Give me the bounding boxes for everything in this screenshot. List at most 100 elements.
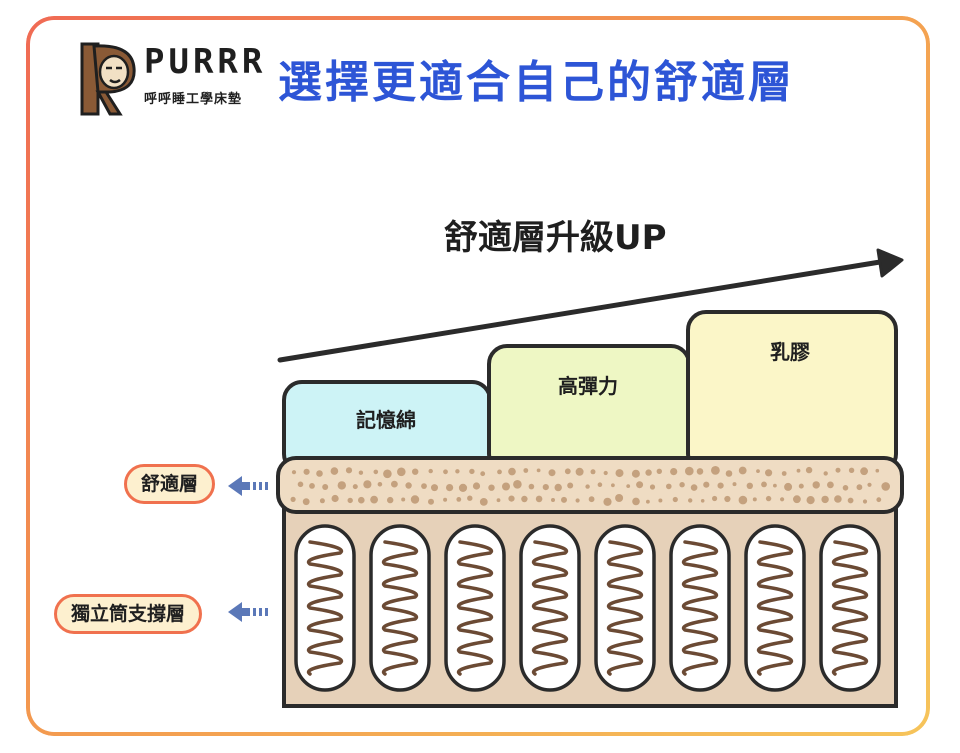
foam-dot: [316, 470, 323, 477]
foam-dot: [631, 469, 640, 478]
foam-dot: [564, 468, 571, 475]
page-title: 選擇更適合自己的舒適層: [278, 57, 795, 108]
foam-dot: [679, 482, 685, 488]
foam-dot: [428, 498, 434, 505]
brand-subtitle: 呼呼睡工學床墊: [144, 92, 243, 107]
foam-dot: [472, 482, 481, 490]
brand-logo: PURRR 呼呼睡工學床墊: [80, 42, 262, 118]
foam-dot: [377, 482, 383, 487]
layer-block-high-resilience: [487, 344, 691, 474]
foam-dot: [780, 497, 785, 502]
layer-label-memory-foam: 記憶綿: [356, 408, 416, 432]
foam-dot: [805, 466, 813, 474]
foam-dot: [784, 482, 793, 491]
callout-pocket-spring-layer: 獨立筒支撐層: [54, 594, 203, 634]
foam-dot: [712, 495, 718, 502]
foam-dot: [646, 499, 650, 504]
foam-dot: [536, 468, 541, 473]
foam-dot: [666, 483, 672, 490]
foam-dot: [479, 498, 488, 506]
foam-dot: [551, 498, 555, 502]
foam-dot: [626, 484, 631, 488]
foam-dot: [421, 483, 427, 489]
foam-dot: [649, 484, 656, 490]
foam-dot: [636, 481, 644, 489]
foam-dot: [585, 484, 590, 489]
foam-dot: [773, 483, 777, 488]
foam-dot: [688, 498, 693, 503]
foam-dot: [352, 484, 358, 490]
foam-dot: [347, 497, 353, 504]
foam-dot: [397, 467, 406, 477]
foam-dot: [456, 497, 462, 502]
arrow-left-icon: [228, 602, 268, 622]
foam-dot: [480, 471, 486, 477]
foam-dot: [497, 469, 502, 475]
foam-dot: [588, 496, 595, 503]
foam-dot: [847, 497, 854, 504]
foam-dot: [881, 482, 890, 491]
foam-dot: [309, 483, 315, 489]
foam-dot: [443, 497, 448, 502]
foam-dot: [793, 495, 801, 504]
foam-dot: [330, 467, 339, 475]
foam-dot: [597, 482, 603, 488]
foam-dot: [291, 470, 297, 475]
foam-dot: [690, 484, 698, 491]
spring-coil: [756, 540, 794, 676]
foam-dot: [290, 496, 296, 502]
foam-dot: [373, 469, 379, 475]
foam-dots: [290, 466, 890, 506]
foam-dot: [412, 468, 419, 475]
foam-dot: [590, 469, 596, 475]
foam-dot: [513, 480, 522, 489]
arrow-left-icon: [228, 476, 268, 496]
foam-dot: [703, 481, 710, 488]
foam-dot: [603, 470, 608, 476]
foam-dot: [700, 499, 705, 503]
foam-dot: [765, 469, 773, 477]
foam-dot: [724, 495, 731, 503]
foam-dot: [860, 467, 868, 476]
foam-dot: [711, 466, 720, 475]
foam-dot: [746, 482, 753, 489]
foam-dot: [685, 466, 694, 476]
foam-dot: [876, 497, 882, 503]
foam-dot: [645, 469, 652, 476]
foam-dot: [455, 469, 460, 474]
foam-dot: [391, 480, 398, 488]
comfort-foam-layer: [276, 456, 904, 514]
foam-dot: [523, 468, 529, 473]
foam-dot: [502, 482, 510, 491]
foam-dot: [611, 483, 615, 488]
foam-dot: [358, 470, 364, 475]
foam-dot: [738, 495, 748, 505]
foam-dot: [496, 498, 501, 503]
foam-dot: [752, 497, 757, 502]
spring-coil: [381, 540, 419, 676]
foam-dot: [508, 495, 515, 502]
foam-dot: [358, 496, 365, 504]
foam-dot: [410, 495, 420, 504]
upgrade-label: 舒適層升級UP: [444, 218, 667, 258]
foam-dot: [765, 495, 772, 502]
foam-dot: [658, 498, 663, 503]
foam-dot: [856, 484, 863, 491]
foam-dot: [567, 482, 574, 489]
foam-dot: [401, 497, 406, 502]
spring-coil: [681, 540, 719, 676]
foam-dot: [431, 484, 438, 492]
foam-dot: [725, 470, 733, 477]
foam-dot: [812, 481, 820, 489]
foam-dot: [738, 466, 747, 475]
foam-dot: [554, 483, 562, 492]
foam-dot: [383, 469, 392, 479]
foam-dot: [603, 497, 612, 506]
foam-dot: [781, 471, 787, 476]
foam-dot: [672, 496, 678, 503]
upgrade-arrow: [277, 248, 904, 363]
foam-dot: [834, 495, 842, 503]
foam-dot: [867, 482, 872, 487]
foam-dot: [521, 495, 528, 503]
